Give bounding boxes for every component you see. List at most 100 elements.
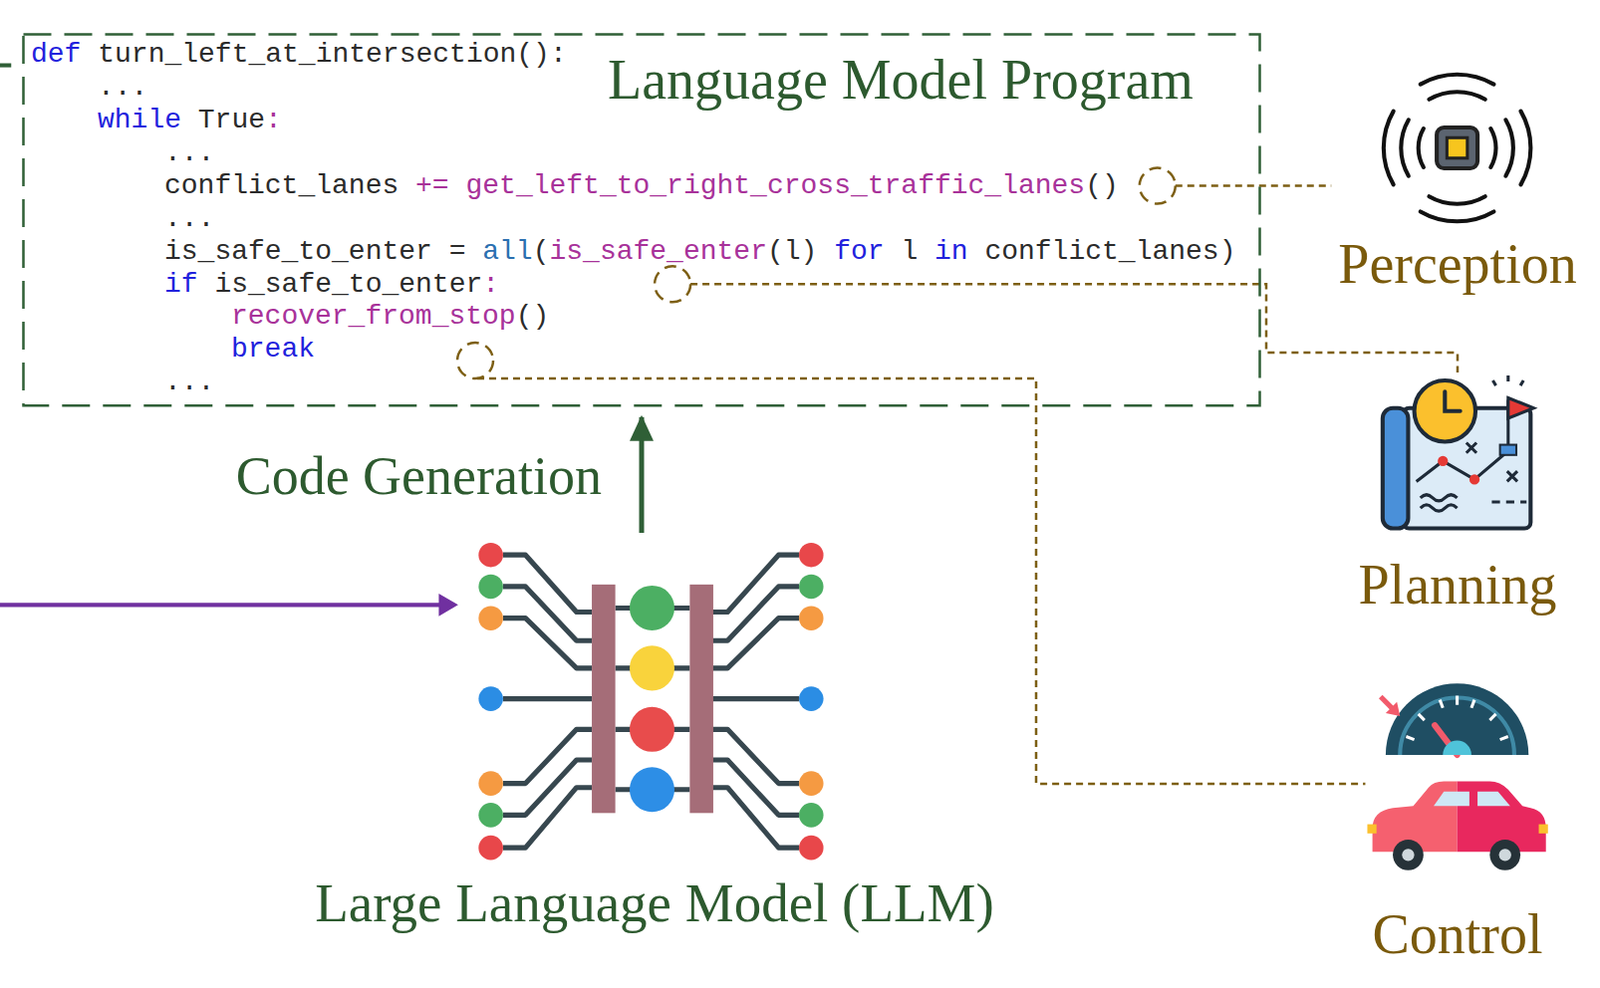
llm-network-icon xyxy=(591,584,616,813)
llm-network-icon xyxy=(503,554,592,612)
perception-sensor-icon xyxy=(1418,128,1424,168)
llm-network-icon xyxy=(629,645,675,691)
code-token: (l) xyxy=(767,236,834,267)
block-label: Large Language Model (LLM) xyxy=(314,871,995,935)
dashed-outline xyxy=(23,34,1261,407)
code-line: ... xyxy=(164,136,215,171)
generation-arrow xyxy=(639,417,645,534)
control-vehicle-icon xyxy=(1405,696,1508,741)
llm-network-icon xyxy=(799,542,824,568)
code-line: conflict_lanes += get_left_to_right_cros… xyxy=(164,169,1119,204)
planning-map-icon xyxy=(1382,375,1535,530)
planning-map-icon xyxy=(1491,500,1527,504)
code-token: ... xyxy=(164,137,215,169)
perception-sensor-icon xyxy=(1505,119,1514,176)
code-token: get_left_to_right_cross_traffic_lanes xyxy=(465,170,1085,202)
code-token: ... xyxy=(164,203,215,235)
anchor-circle xyxy=(654,266,691,302)
llm-network-icon xyxy=(712,788,800,848)
planning-map-icon xyxy=(1469,474,1480,485)
planning-map-icon xyxy=(1414,380,1476,442)
llm-network-icon xyxy=(478,542,823,861)
llm-network-icon xyxy=(629,585,675,631)
block-label: Perception xyxy=(1337,232,1577,296)
control-vehicle-icon xyxy=(1366,824,1376,834)
llm-network-icon xyxy=(478,802,504,828)
input-arrow xyxy=(0,602,441,607)
code-line: def turn_left_at_intersection(): xyxy=(30,37,567,72)
link-line xyxy=(1175,184,1332,188)
llm-network-icon xyxy=(615,607,691,790)
llm-block: Large Language Model (LLM) xyxy=(305,533,1004,935)
perception-sensor-icon xyxy=(1420,211,1495,222)
planning-map-icon xyxy=(1437,456,1448,467)
input-arrow xyxy=(0,593,459,617)
code-token: is_safe_to_enter = xyxy=(164,236,483,267)
code-token: ... xyxy=(97,71,148,103)
planning-map-icon xyxy=(1492,375,1524,386)
code-token: () xyxy=(516,300,550,332)
input-arrow xyxy=(438,593,458,617)
edge-label: Code Generation xyxy=(236,445,602,508)
llm-network-icon xyxy=(503,729,592,784)
code-token: turn_left_at_intersection(): xyxy=(80,38,566,70)
perception-sensor-icon xyxy=(1383,74,1532,223)
control-vehicle-icon xyxy=(1499,848,1512,861)
control-vehicle-icon xyxy=(1539,824,1549,834)
llm-network-icon xyxy=(478,835,504,861)
code-token: while xyxy=(97,104,182,136)
llm-network-icon xyxy=(629,707,675,753)
control-block: Control xyxy=(1364,691,1550,967)
control-vehicle-icon xyxy=(1366,683,1548,870)
perception-sensor-icon xyxy=(1400,119,1409,176)
code-token xyxy=(449,170,467,202)
anchor-circle xyxy=(1139,168,1176,205)
planning-map-icon xyxy=(1508,397,1535,418)
llm-network-icon xyxy=(799,686,824,712)
perception-sensor-icon xyxy=(1383,111,1394,186)
llm-network-icon xyxy=(799,574,824,600)
feedback-tick xyxy=(0,63,11,68)
llm-network-icon xyxy=(503,618,592,669)
code-line: if is_safe_to_enter: xyxy=(164,267,500,302)
code-line: is_safe_to_enter = all(is_safe_enter(l) … xyxy=(164,235,1236,269)
llm-network-icon xyxy=(478,771,504,797)
code-token: l xyxy=(884,236,935,267)
llm-network-icon xyxy=(478,605,504,631)
control-vehicle-icon xyxy=(1433,792,1470,806)
code-token: += xyxy=(415,170,450,202)
code-token: def xyxy=(30,38,81,70)
perception-sensor-icon xyxy=(1383,74,1532,223)
program-title: Language Model Program xyxy=(607,47,1194,112)
code-token: is_safe_enter xyxy=(549,236,768,267)
feedback-tick xyxy=(0,64,11,66)
llm-network-icon xyxy=(712,554,800,612)
code-token: for xyxy=(833,236,884,267)
control-vehicle-icon xyxy=(1489,839,1521,871)
code-line: break xyxy=(231,332,315,367)
code-line: ... xyxy=(97,70,148,105)
code-token: conflict_lanes xyxy=(164,170,416,202)
planning-map-icon xyxy=(1466,443,1518,483)
control-vehicle-icon xyxy=(1401,848,1414,861)
program-box: Language Model Program def turn_left_at_i… xyxy=(21,32,1262,408)
code-line: ... xyxy=(164,365,215,400)
code-token: all xyxy=(482,236,533,267)
llm-network-icon xyxy=(629,767,675,812)
perception-sensor-icon xyxy=(1428,196,1485,205)
link-line xyxy=(690,283,1458,373)
llm-network-icon xyxy=(478,574,504,600)
control-vehicle-icon xyxy=(1477,792,1511,806)
control-vehicle-icon xyxy=(1399,698,1515,756)
llm-network-icon xyxy=(478,542,504,568)
planning-map-icon xyxy=(1382,408,1409,530)
code-token: ... xyxy=(164,366,215,398)
llm-network-icon xyxy=(712,696,800,702)
planning-map-icon xyxy=(1444,391,1460,411)
control-vehicle-icon xyxy=(1392,839,1424,871)
control-vehicle-icon xyxy=(1385,683,1529,756)
perception-sensor-icon xyxy=(1420,74,1495,85)
code-token: if xyxy=(164,268,199,300)
code-token: ( xyxy=(533,236,550,267)
code-token: () xyxy=(1084,170,1119,202)
